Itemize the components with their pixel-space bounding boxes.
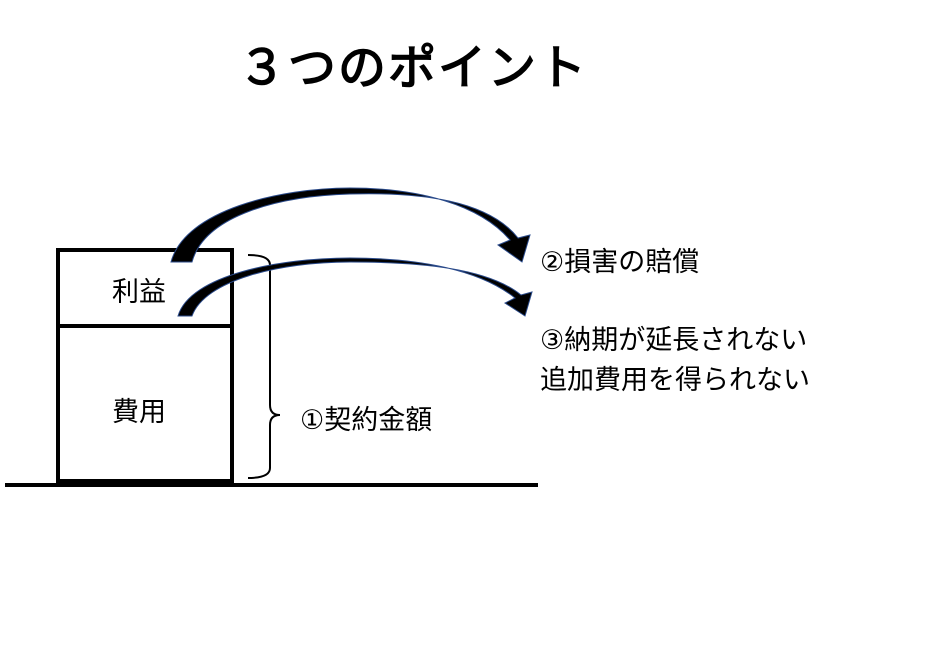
point-2-damages: ②損害の賠償	[540, 247, 700, 278]
arrow-profit-to-delay	[177, 257, 533, 317]
point-1-contract-amount: ①契約金額	[300, 405, 433, 436]
contract-box	[56, 248, 234, 483]
point-3-line2: 追加費用を得られない	[540, 365, 810, 396]
page-title: ３つのポイント	[238, 40, 589, 96]
profit-label: 利益	[112, 277, 166, 308]
brace	[247, 254, 281, 479]
cost-label: 費用	[112, 397, 166, 428]
point-3-line1: ③納期が延長されない	[540, 325, 808, 356]
arrow-profit-to-damages	[170, 187, 531, 263]
